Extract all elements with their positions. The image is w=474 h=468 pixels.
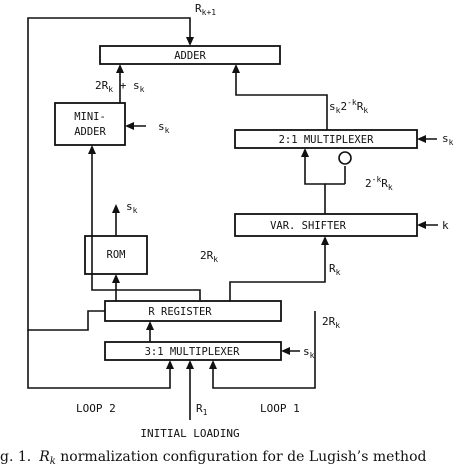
rk-shifter-label: Rk [329, 262, 341, 277]
arrowhead [417, 221, 426, 229]
mux2-to-adder-wire [235, 66, 328, 130]
shifter-to-mux2-wire [304, 150, 326, 214]
arrowhead [209, 360, 217, 369]
arrowhead [125, 122, 134, 130]
loop1-wire [212, 311, 316, 389]
sk-mux3-label: sk [303, 345, 315, 360]
multiplexer-3-1-block: 3:1 MULTIPLEXER [104, 341, 282, 361]
mini-adder-label-1: MINI- [74, 111, 106, 123]
arrowhead [186, 360, 194, 369]
adder-label: ADDER [174, 50, 206, 62]
rk-plus-1-label: Rk+1 [195, 2, 216, 17]
multiplexer-2-1-block: 2:1 MULTIPLEXER [234, 129, 418, 149]
arrowhead [281, 347, 290, 355]
mini-adder-label-2: ADDER [74, 126, 106, 138]
mini-adder-block: MINI- ADDER [54, 102, 126, 146]
sk-rom-label: sk [126, 200, 138, 215]
arrowhead [301, 148, 309, 157]
register-to-mini-adder-wire [91, 147, 201, 301]
figure-caption: g. 1.Rk normalization configuration for … [0, 449, 426, 467]
r-register-label: R REGISTER [148, 306, 212, 318]
multiplexer-2-1-label: 2:1 MULTIPLEXER [279, 134, 375, 146]
multiplexer-3-1-label: 3:1 MULTIPLEXER [145, 346, 241, 358]
two-rk-right-label: 2Rk [322, 315, 340, 330]
var-shifter-label: VAR. SHIFTER [270, 220, 347, 232]
two-rk-plus-sk-label: 2Rk + sk [95, 79, 145, 94]
r1-label: R1 [196, 402, 208, 417]
two-k-rk-label: 2-kRk [365, 175, 393, 192]
sk-2-k-rk-label: sk2-kRk [329, 98, 368, 115]
arrowhead [166, 360, 174, 369]
two-rk-mid-label: 2Rk [200, 249, 218, 264]
inverter-bubble-icon [338, 151, 352, 165]
k-label: k [442, 219, 449, 232]
sk-mux2-label: sk [442, 132, 454, 147]
arrowhead [417, 135, 426, 143]
arrowhead [88, 145, 96, 154]
arrowhead [321, 236, 329, 245]
register-to-shifter-wire [229, 238, 326, 301]
loop2-label: LOOP 2 [76, 402, 116, 415]
arrowhead [112, 204, 120, 213]
arrowhead [112, 274, 120, 283]
initial-loading-label: INITIAL LOADING [140, 427, 239, 440]
loop1-label: LOOP 1 [260, 402, 300, 415]
var-shifter-block: VAR. SHIFTER [234, 213, 418, 237]
arrowhead [232, 64, 240, 73]
sk-mini-adder-label: sk [158, 120, 170, 135]
rom-block: ROM [84, 235, 148, 275]
adder-block: ADDER [99, 45, 281, 65]
arrowhead [116, 64, 124, 73]
loop2-wire [27, 330, 171, 389]
arrowhead [186, 37, 194, 46]
r-register-block: R REGISTER [104, 300, 282, 322]
rom-label: ROM [107, 249, 126, 261]
arrowhead [146, 321, 154, 330]
